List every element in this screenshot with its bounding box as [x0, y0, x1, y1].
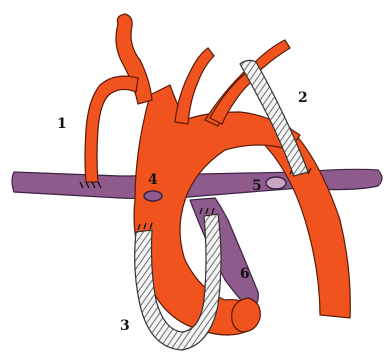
label-5: 5: [252, 178, 262, 194]
label-3: 3: [120, 318, 130, 334]
label-1: 1: [57, 116, 67, 132]
label-6: 6: [240, 266, 250, 282]
left-arch-branch: [85, 76, 138, 182]
descending-aorta: [260, 128, 350, 318]
anastomosis-5: [266, 177, 286, 189]
label-2: 2: [298, 90, 308, 106]
middle-upper-branch: [175, 48, 214, 124]
anastomosis-4: [144, 191, 162, 201]
label-4: 4: [148, 172, 158, 188]
